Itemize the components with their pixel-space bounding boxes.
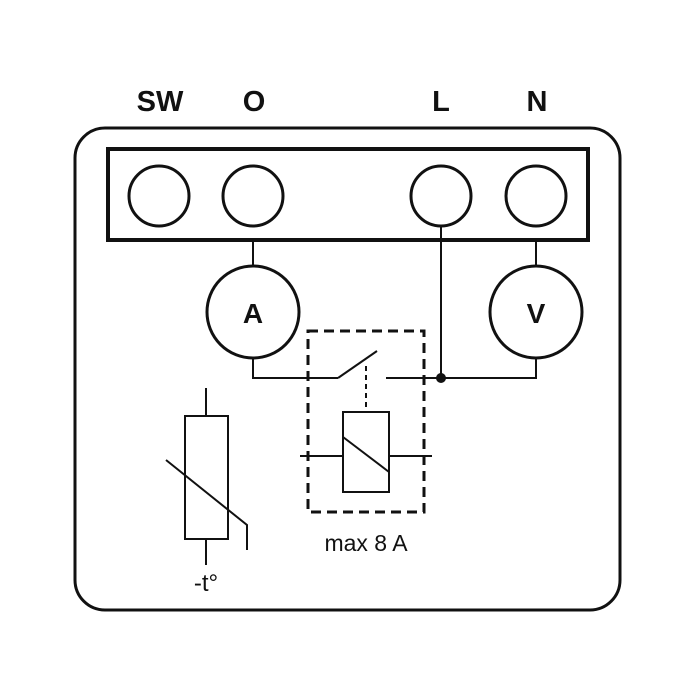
thermistor-label: -t° — [194, 570, 218, 597]
relay-coil-diagonal — [342, 436, 390, 473]
ammeter-label: A — [243, 298, 263, 329]
relay-rating-label: max 8 A — [324, 530, 408, 556]
terminal-label-sw: SW — [137, 86, 184, 118]
relay-switch-blade — [337, 350, 378, 379]
thermistor-diagonal — [165, 459, 248, 550]
wire-ammeter-switch — [252, 358, 338, 379]
voltmeter-label: V — [527, 298, 546, 329]
device-housing — [73, 126, 622, 612]
relay-enclosure — [306, 329, 426, 514]
terminal-label-l: L — [432, 86, 450, 118]
thermistor-body — [184, 415, 229, 540]
terminal-screw-n — [504, 164, 568, 228]
terminal-label-n: N — [527, 86, 548, 118]
junction-dot — [436, 373, 446, 383]
terminal-screw-l — [409, 164, 473, 228]
terminal-screw-sw — [127, 164, 191, 228]
terminal-screw-o — [221, 164, 285, 228]
terminal-block — [106, 147, 590, 242]
relay-coil — [342, 411, 390, 493]
terminal-label-o: O — [243, 86, 266, 118]
wire-junction-voltmeter — [441, 358, 537, 379]
